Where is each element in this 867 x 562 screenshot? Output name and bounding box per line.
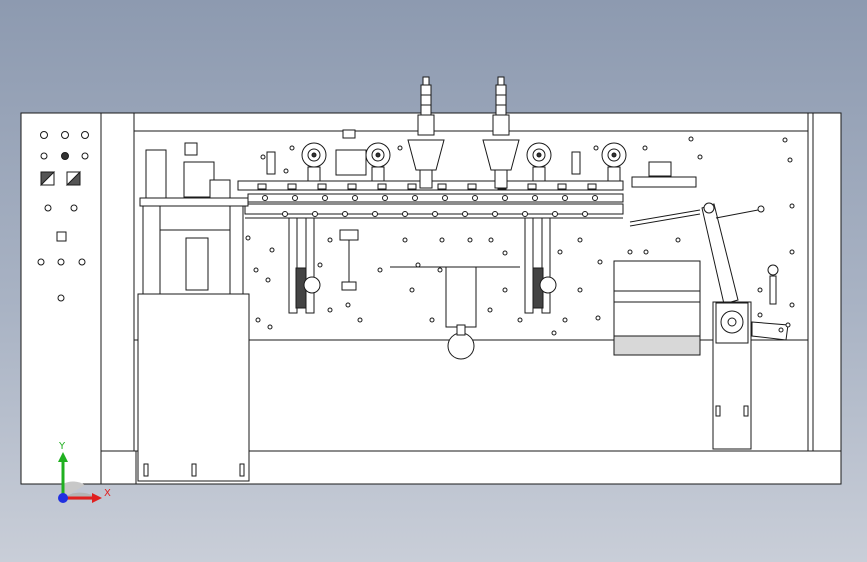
output-chute bbox=[613, 260, 701, 356]
center-cutter bbox=[339, 229, 520, 360]
vertical-seal-jaws bbox=[288, 217, 557, 314]
lower-left-cabinet bbox=[137, 293, 250, 482]
x-axis-label: X bbox=[104, 488, 111, 499]
mounting-holes bbox=[245, 136, 795, 336]
orientation-triad[interactable]: Y X bbox=[50, 438, 120, 508]
y-axis-label: Y bbox=[58, 441, 66, 452]
drive-arm bbox=[629, 202, 789, 450]
filling-nozzles bbox=[407, 76, 520, 189]
film-unwinder-assembly bbox=[139, 142, 249, 295]
control-panel-buttons bbox=[37, 131, 89, 302]
z-axis-marker bbox=[58, 493, 68, 503]
top-rollers bbox=[266, 129, 627, 182]
